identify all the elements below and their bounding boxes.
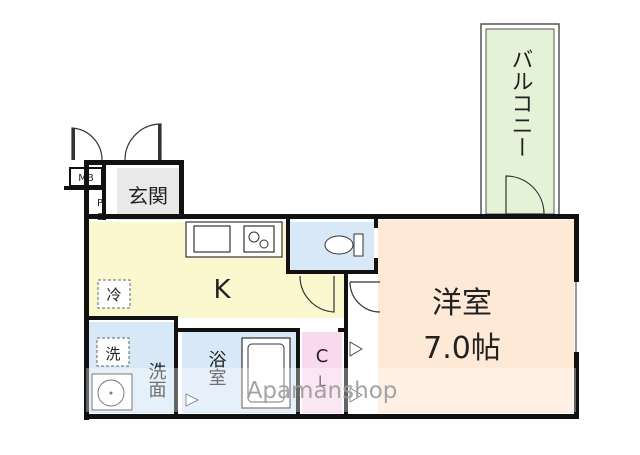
watermark-text: Apamanshop: [247, 378, 398, 404]
genkan-label: 玄関: [128, 184, 168, 208]
washroom-label: 洗面: [146, 362, 167, 398]
closet-label: C: [316, 346, 329, 367]
genkan: [117, 168, 182, 220]
kitchen-label: K: [213, 275, 231, 305]
balcony: バルコニー: [480, 23, 560, 217]
watermark: Apamanshop: [86, 368, 576, 412]
fridge-label: 冷: [106, 286, 121, 304]
toilet-fixture: [324, 233, 364, 257]
fridge-space: [97, 279, 131, 309]
toilet-door-arc: [299, 275, 335, 313]
youshitsu-label: 洋室: [432, 286, 492, 321]
bathtub: [241, 337, 291, 409]
washer-label: 洗: [105, 345, 120, 363]
closet-door-marks: [349, 341, 363, 403]
window: [574, 282, 579, 352]
balcony-label: バルコニー: [508, 48, 533, 158]
youshitsu: [378, 220, 575, 413]
washer-space: [96, 337, 130, 367]
wash-basin: [91, 373, 133, 411]
entrance-doors: [71, 123, 162, 161]
youshitsu-size: 7.0帖: [423, 331, 501, 366]
bath-label: 浴室: [206, 350, 227, 386]
closet-sub-label: L: [318, 374, 326, 390]
balcony-door-arc: [505, 175, 545, 215]
closet: [302, 332, 342, 413]
youshitsu-door-arc: [349, 281, 381, 313]
kitchen-counter: [185, 221, 283, 258]
pipe-space-p: P: [97, 198, 103, 209]
